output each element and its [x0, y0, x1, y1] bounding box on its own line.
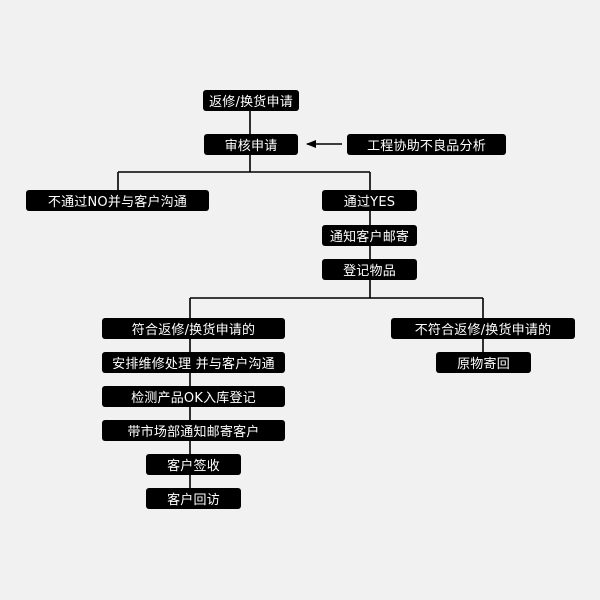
- node-register-items: 登记物品: [322, 259, 417, 280]
- node-not-approved: 不通过NO并与客户沟通: [26, 190, 209, 211]
- node-return-request: 返修/换货申请: [203, 90, 299, 111]
- node-marketing-notify: 带市场部通知邮寄客户: [102, 420, 285, 441]
- node-noncompliant: 不符合返修/换货申请的: [391, 318, 575, 339]
- node-notify-ship: 通知客户邮寄: [322, 225, 417, 246]
- node-defect-analysis: 工程协助不良品分析: [347, 134, 506, 155]
- node-arrange-repair: 安排维修处理 并与客户沟通: [102, 352, 285, 373]
- node-customer-followup: 客户回访: [146, 488, 241, 509]
- node-inspect-ok: 检测产品OK入库登记: [102, 386, 285, 407]
- node-customer-sign: 客户签收: [146, 454, 241, 475]
- node-compliant: 符合返修/换货申请的: [102, 318, 285, 339]
- node-return-original: 原物寄回: [436, 352, 531, 373]
- node-review-request: 审核申请: [204, 134, 298, 155]
- node-approved: 通过YES: [322, 190, 417, 211]
